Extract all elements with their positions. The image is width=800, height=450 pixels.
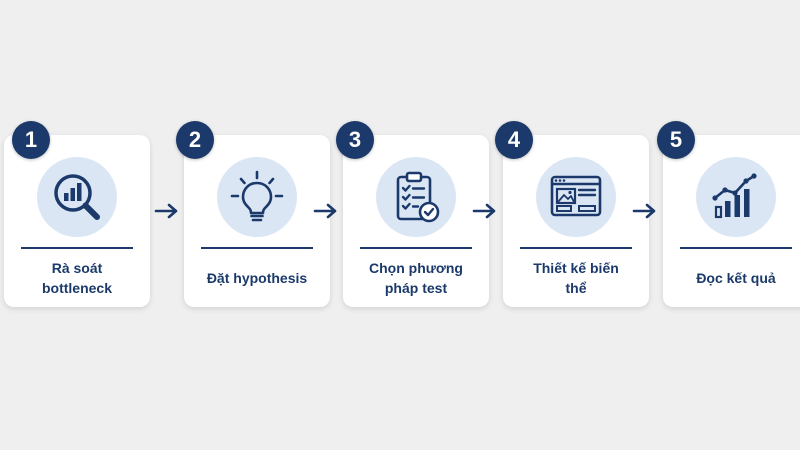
step-number-badge-4: 4 [495, 121, 533, 159]
arrow-right-icon [632, 203, 656, 219]
card-divider [520, 247, 632, 249]
webpage-layout-icon [550, 175, 602, 217]
magnifier-chart-icon [54, 174, 100, 220]
arrow-right-icon [154, 203, 178, 219]
icon-circle [536, 157, 616, 237]
card-divider [21, 247, 133, 249]
card-divider [360, 247, 472, 249]
step-card-3: Chọn phương pháp test [343, 135, 489, 307]
icon-circle [37, 157, 117, 237]
arrow-right-icon [313, 203, 337, 219]
clipboard-checklist-icon [396, 171, 440, 223]
card-divider [201, 247, 313, 249]
lightbulb-icon [230, 170, 284, 222]
step-card-1: Rà soát bottleneck [4, 135, 150, 307]
step-label-5: Đọc kết quả [696, 270, 776, 286]
step-label-2: Đặt hypothesis [206, 270, 308, 286]
step-label-1: Rà soát bottleneck [41, 260, 112, 296]
step-label-4: Thiết kế biến thể [533, 260, 619, 296]
icon-circle [217, 157, 297, 237]
step-number-badge-5: 5 [657, 121, 695, 159]
icon-circle [376, 157, 456, 237]
step-card-4: Thiết kế biến thể [503, 135, 649, 307]
step-number-badge-1: 1 [12, 121, 50, 159]
card-divider [680, 247, 792, 249]
step-number-badge-2: 2 [176, 121, 214, 159]
growth-chart-icon [712, 173, 757, 219]
step-card-2: Đặt hypothesis [184, 135, 330, 307]
icon-circle [696, 157, 776, 237]
step-label-3: Chọn phương pháp test [369, 260, 463, 296]
arrow-right-icon [472, 203, 496, 219]
step-number-badge-3: 3 [336, 121, 374, 159]
step-card-5: Đọc kết quả [663, 135, 800, 307]
